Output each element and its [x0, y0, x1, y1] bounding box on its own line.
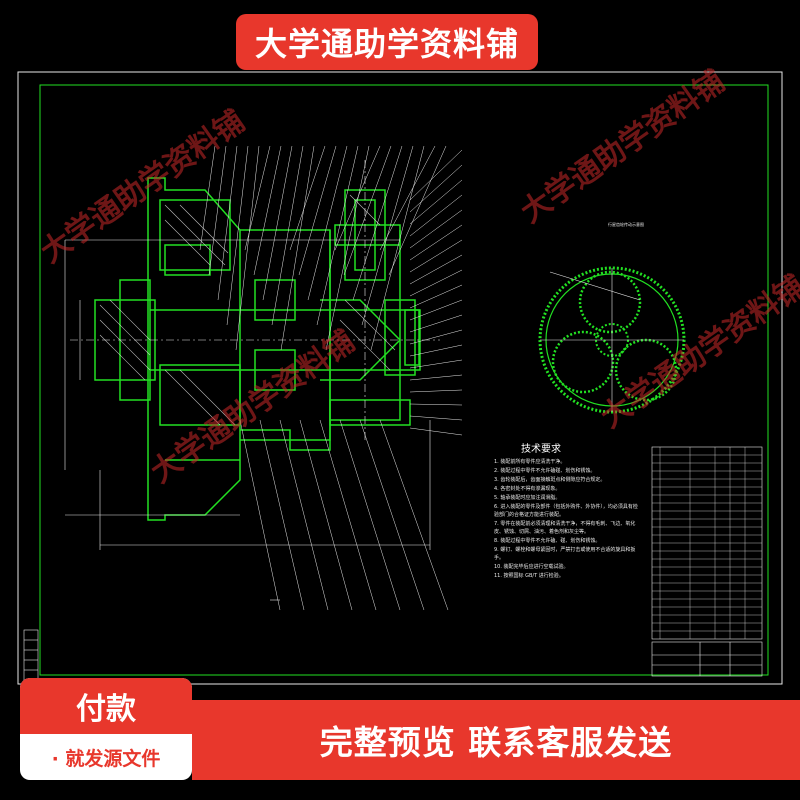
leader-line [409, 359, 463, 369]
part-leader-lines [199, 145, 463, 611]
leader-line [409, 329, 463, 345]
leader-line [409, 299, 463, 321]
tech-note: 2. 装配过程中零件不允许磕碰、划伤和锈蚀。 [494, 468, 596, 474]
leader-line [239, 419, 281, 611]
dimension-lines [64, 160, 440, 601]
leader-line [379, 145, 436, 251]
leader-line [199, 145, 216, 251]
leader-line [319, 419, 377, 611]
leader-line [244, 145, 271, 251]
payment-card-header: 付款 [20, 678, 192, 734]
tech-requirements-notes: 1. 装配前所有零件应清洗干净。 2. 装配过程中零件不允许磕碰、划伤和锈蚀。 3.… [494, 458, 640, 581]
leader-line [235, 145, 260, 351]
tech-note: 3. 齿轮装配后，齿面接触斑点和侧隙应符合规定。 [494, 477, 606, 483]
leader-line [280, 145, 315, 351]
leader-line [409, 284, 463, 309]
leader-line [359, 419, 425, 611]
parts-list-table [651, 446, 763, 640]
tech-note: 6. 进入装配的零件及部件（包括外购件、外协件），均必须具有检验部门的合格证方能… [494, 504, 638, 518]
leader-line [325, 145, 370, 351]
footer-banner[interactable]: 完整预览 联系客服发送 [192, 700, 800, 780]
leader-line [409, 179, 463, 225]
leader-line [409, 427, 463, 436]
tech-note: 7. 零件在装配前必须清理和清洗干净，不得有毛刺、飞边、氧化皮、锈蚀、切屑、油污… [494, 521, 636, 535]
leader-line [409, 374, 463, 381]
leader-line [409, 269, 463, 297]
leader-line [388, 145, 447, 276]
planetary-view-label: 行星齿轮传动示意图 [608, 221, 644, 227]
leader-line [253, 145, 282, 276]
leader-line [334, 145, 381, 251]
leader-line [298, 145, 337, 276]
leader-line [307, 145, 348, 301]
leader-line [262, 145, 293, 301]
leader-line [409, 194, 463, 237]
planetary-gear-axes [540, 268, 684, 412]
payment-card[interactable]: 付款 · 就发源文件 [20, 678, 192, 780]
leader-line [299, 419, 353, 611]
payment-subtitle: · 就发源文件 [51, 747, 161, 770]
tech-note: 4. 各密封处不得有渗漏现象。 [494, 486, 561, 492]
leader-line [409, 389, 463, 393]
title-block [651, 641, 763, 677]
section-hatching [99, 194, 396, 426]
leader-line [279, 419, 329, 611]
leader-line [409, 344, 463, 357]
leader-line [409, 224, 463, 261]
tech-requirements-title: 技术要求 [521, 444, 561, 455]
leader-line [409, 254, 463, 285]
leader-line [217, 145, 238, 301]
leader-line [259, 419, 305, 611]
leader-line [409, 164, 463, 213]
top-banner: 大学通助学资料铺 [236, 14, 538, 70]
leader-line [379, 419, 449, 611]
tech-note: 1. 装配前所有零件应清洗干净。 [494, 459, 566, 465]
leader-line [352, 145, 403, 301]
leader-line [208, 145, 227, 276]
tech-note: 8. 装配过程中零件不允许磕、碰、划伤和锈蚀。 [494, 538, 601, 544]
payment-title: 付款 [76, 692, 136, 727]
left-revision-table [23, 629, 39, 683]
drawing-frame-inner [39, 84, 769, 676]
leader-line [271, 145, 304, 326]
leader-line [316, 145, 359, 326]
leader-line [339, 419, 401, 611]
leader-line [409, 209, 463, 249]
tech-note: 9. 螺钉、螺栓和螺母紧固时，严禁打击或使用不合适的旋具和扳手。 [494, 547, 636, 561]
leader-line [226, 145, 249, 326]
leader-line [409, 415, 463, 421]
leader-line [370, 145, 425, 351]
leader-line [409, 239, 463, 273]
banner-title: 大学通助学资料铺 [254, 25, 519, 63]
footer-text: 完整预览 联系客服发送 [319, 723, 673, 762]
leader-line [409, 403, 463, 406]
tech-note: 11. 按照国标 GB/T 进行检验。 [494, 573, 564, 579]
leader-line [409, 149, 463, 201]
leader-line [409, 314, 463, 333]
drawing-frame-outer [17, 71, 783, 685]
leader-line [343, 145, 392, 276]
tech-note: 10. 装配完毕后应进行空载试验。 [494, 564, 569, 570]
leader-line [289, 145, 326, 251]
tech-note: 5. 轴承装配时应加注润滑脂。 [494, 495, 561, 501]
